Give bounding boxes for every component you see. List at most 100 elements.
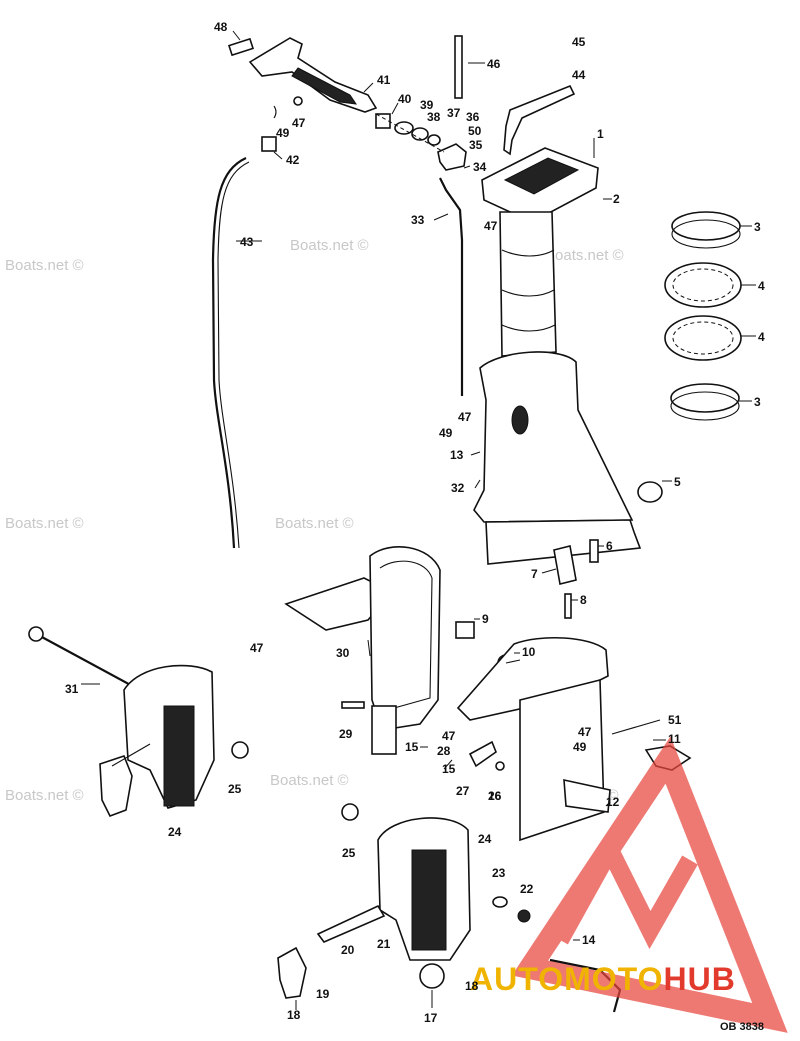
callout-number: 37 [447,106,461,120]
swivel-bracket-inner [379,560,433,713]
watermark-text: Boats.net © [275,515,354,532]
bearing-ring-part [671,219,741,249]
watermark-text: Boats.net © [290,237,369,254]
rod-part [454,35,463,99]
callout-number: 39 [420,98,434,112]
cover-part [503,84,576,156]
bushing-part [375,113,391,129]
callout-number: 9 [482,612,489,626]
washer-part [427,134,441,146]
housing-port [511,405,529,435]
bearing-ring-part [664,262,742,308]
housing-tube-bands [501,249,556,332]
drawing-reference: OB 3838 [720,1021,764,1033]
brand-name: AUTOMOTOHUB [470,961,736,997]
decal-part [553,545,577,585]
callout-number: 46 [487,57,501,71]
washer-part [341,803,359,821]
bearing-ring-part [664,315,742,361]
callout-number: 23 [492,866,506,880]
cotter-pin-part [273,105,277,119]
callout-number: 31 [65,682,79,696]
callout-number: 34 [473,160,487,174]
swivel-bracket-assembly [284,546,441,755]
brand-logo-mark [552,830,698,950]
callout-number: 44 [572,68,586,82]
callout-number: 18 [465,979,479,993]
callout-number: 47 [442,729,456,743]
callout-number: 3 [754,395,761,409]
callout-number: 35 [469,138,483,152]
callout-number: 47 [578,725,592,739]
callout-number: 8 [580,593,587,607]
nut-part [517,909,531,923]
bearing-ring-part [671,211,741,241]
shift-lever-grip [291,67,358,105]
washer-part [492,896,508,908]
clamp-handle-part [277,946,307,999]
exhaust-housing-body [519,678,605,842]
swivel-bracket-foot [371,705,397,755]
callout-number: 18 [287,1008,301,1022]
clamp-screw-part [316,904,386,943]
callout-number: 4 [758,279,765,293]
callout-number: 30 [336,646,350,660]
screw-part [341,701,365,709]
callout-number: 3 [754,220,761,234]
clamp-handle-part [99,755,133,818]
bearing-ring-part [672,321,734,355]
callout-number: 47 [250,641,264,655]
callout-number: 4 [758,330,765,344]
watermark-text: Boats.net © [5,787,84,804]
plug-part [637,481,663,503]
callout-number: 27 [456,784,470,798]
callout-number: 43 [240,235,254,249]
bolt-head-part [28,626,44,642]
callout-number: 47 [458,410,472,424]
shift-rod-part-edge [217,161,250,549]
housing-lower-skirt [485,519,642,565]
assembly-line [375,113,445,153]
anode-part [563,778,611,813]
callout-number: 20 [341,943,355,957]
housing-top-opening [503,157,580,195]
callout-number: 21 [377,937,391,951]
clamp-bracket-right [277,803,622,1013]
watermark-text: Boats.net © [270,772,349,789]
callout-number: 24 [478,832,492,846]
callout-number: 36 [466,110,480,124]
bearing-ring-part [672,268,734,302]
callout-number: 29 [339,727,353,741]
callout-number: 49 [439,426,453,440]
callout-number: 16 [488,789,502,803]
callout-number: 7 [531,567,538,581]
callout-number: 41 [377,73,391,87]
pin-part [589,539,599,563]
callout-number: 14 [582,933,596,947]
callout-number: 15 [405,740,419,754]
screw-part [564,593,572,619]
callout-number: 45 [572,35,586,49]
callout-number: 48 [214,20,228,34]
washer-part [411,127,429,141]
callout-number: 40 [398,92,412,106]
bolt-part [39,635,137,689]
callouts: 1 2 3 4 4 3 5 6 7 8 9 10 11 12 13 14 15 … [65,20,765,1025]
callout-number: 51 [668,713,682,727]
clamp-bracket-left [28,626,249,818]
bearing-ring-part [670,391,740,421]
callout-number: 11 [668,732,681,746]
leader-lines [81,30,756,1010]
label-plate-part [227,37,255,57]
callout-number: 24 [168,825,182,839]
callout-number: 33 [411,213,425,227]
callout-number: 19 [316,987,330,1001]
nut-part [261,136,277,152]
housing-tube [499,211,557,357]
callout-number: 10 [522,645,536,659]
callout-number: 32 [451,481,465,495]
watermark-text: Boats.net © [545,247,624,264]
callout-number: 1 [597,127,604,141]
callout-number: 22 [520,882,534,896]
callout-number: 47 [484,219,498,233]
